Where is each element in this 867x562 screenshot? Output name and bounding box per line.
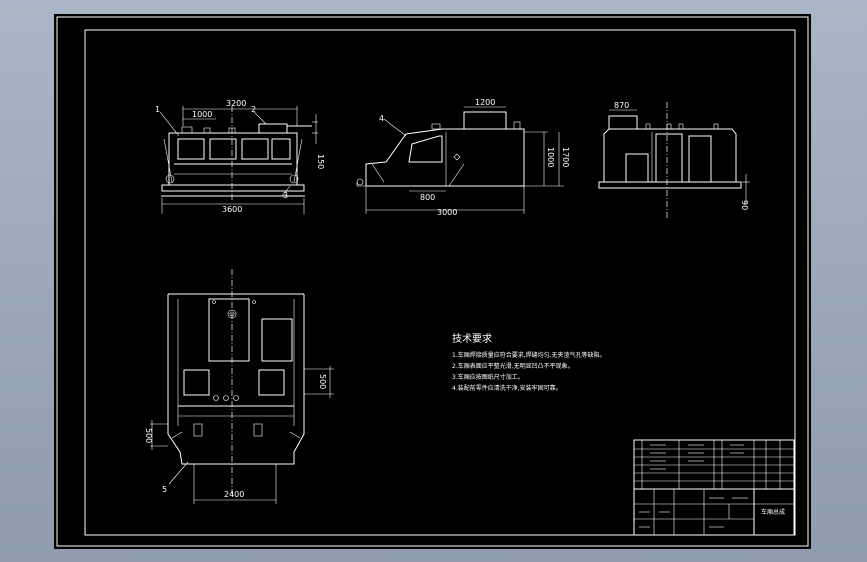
dim-1200: 1200 [475, 98, 495, 107]
dim-3200: 3200 [226, 99, 246, 108]
notes-line-1: 1.车厢焊接质量应符合要求,焊缝均匀,无夹渣气孔等缺陷。 [452, 351, 606, 359]
callout-5: 5 [162, 485, 167, 494]
dim-500-right: 500 [318, 374, 327, 389]
dim-500-left: 500 [144, 428, 153, 443]
drawing-name: 车厢总成 [761, 508, 785, 516]
callout-1: 1 [155, 105, 160, 114]
outer-frame [56, 16, 809, 547]
side-view: 1200 3000 800 1000 1700 4 [356, 98, 570, 217]
notes-line-2: 2.车厢表面应平整光滑,无明显凹凸不平现象。 [452, 362, 574, 370]
dim-3000: 3000 [437, 208, 457, 217]
drawing-canvas: 3200 1000 3600 150 1 2 3 [56, 16, 809, 547]
callout-2: 2 [251, 105, 256, 114]
dim-870: 870 [614, 101, 629, 110]
dim-2400: 2400 [224, 490, 244, 499]
dim-90: 90 [740, 200, 749, 210]
notes-line-3: 3.车厢应按图纸尺寸加工。 [452, 373, 524, 381]
notes-title: 技术要求 [452, 332, 492, 345]
plan-view: 2400 500 500 5 [144, 269, 334, 504]
cad-viewport[interactable]: 3200 1000 3600 150 1 2 3 [54, 14, 811, 549]
rear-view: 870 90 [598, 101, 750, 219]
dim-1000-side: 1000 [546, 147, 555, 167]
dim-150: 150 [316, 154, 325, 169]
dim-1700: 1700 [561, 147, 570, 167]
dim-3600: 3600 [222, 205, 242, 214]
technical-notes: 技术要求 1.车厢焊接质量应符合要求,焊缝均匀,无夹渣气孔等缺陷。 2.车厢表面… [452, 332, 606, 392]
dim-800: 800 [420, 193, 435, 202]
inner-frame [84, 29, 796, 536]
dim-1000: 1000 [192, 110, 212, 119]
front-view: 3200 1000 3600 150 1 2 3 [155, 99, 325, 214]
title-block: 车厢总成 [633, 439, 795, 536]
callout-4: 4 [379, 114, 384, 123]
notes-line-4: 4.装配前零件应清洗干净,安装牢固可靠。 [452, 384, 562, 392]
callout-3: 3 [283, 191, 288, 200]
